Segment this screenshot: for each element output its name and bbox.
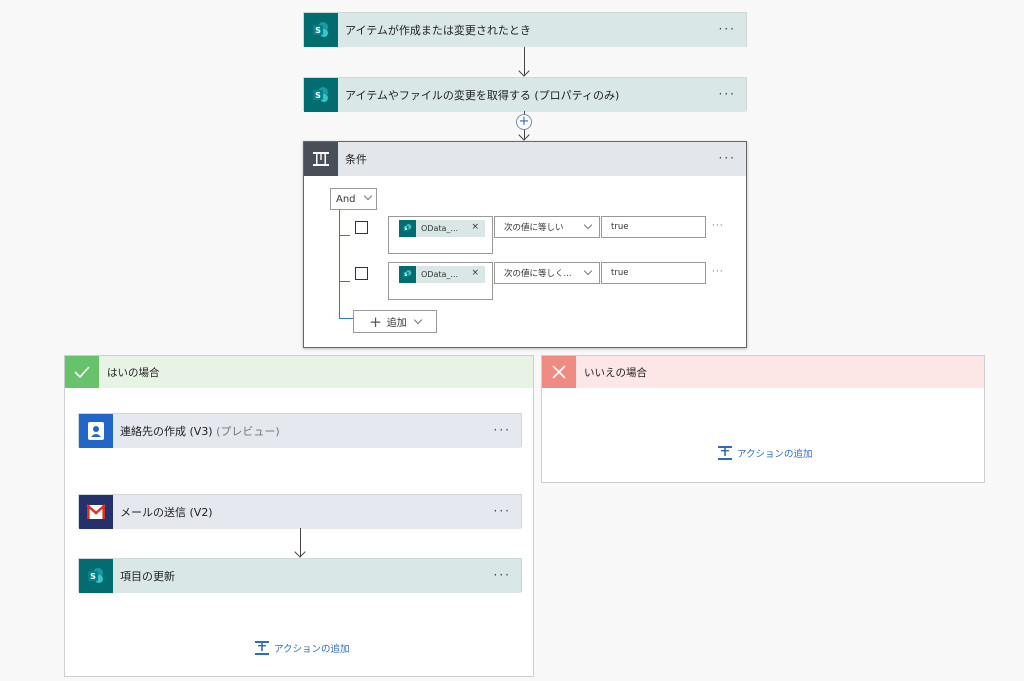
- no-add-action-button[interactable]: アクションの追加: [717, 445, 813, 461]
- tree-branch: [339, 318, 353, 319]
- flow-arrow: [518, 47, 531, 77]
- condition-more-menu[interactable]: ···: [718, 151, 736, 165]
- sharepoint-icon: S: [304, 78, 338, 112]
- flow-arrow: [294, 528, 307, 558]
- condition-card[interactable]: 条件 ··· And S OData_... × 次の値に等しい true ··…: [303, 141, 747, 348]
- condition-header[interactable]: 条件 ···: [304, 142, 746, 176]
- remove-token-icon[interactable]: ×: [471, 268, 479, 278]
- sharepoint-icon: S: [304, 13, 338, 47]
- value-text: true: [611, 268, 629, 278]
- sharepoint-icon: S: [79, 559, 113, 593]
- insert-step-button[interactable]: +: [516, 114, 532, 130]
- trigger-more-menu[interactable]: ···: [718, 22, 736, 36]
- get-changes-header[interactable]: S アイテムやファイルの変更を取得する (プロパティのみ) ···: [304, 78, 746, 112]
- send-email-title: メールの送信 (V2): [120, 506, 213, 519]
- plus-icon: +: [369, 312, 382, 331]
- create-contact-title: 連絡先の作成 (V3) (プレビュー): [120, 425, 280, 438]
- condition-title: 条件: [345, 153, 367, 166]
- update-item-title: 項目の更新: [120, 570, 175, 583]
- left-operand-field[interactable]: S OData_... ×: [388, 216, 493, 254]
- update-item-header[interactable]: S 項目の更新 ···: [79, 559, 521, 593]
- tree-line: [339, 210, 340, 318]
- gmail-icon: [79, 495, 113, 529]
- update-item-more-menu[interactable]: ···: [493, 568, 511, 582]
- svg-text:S: S: [404, 226, 407, 232]
- svg-text:S: S: [90, 572, 96, 581]
- condition-icon: [304, 142, 338, 176]
- tree-branch: [339, 281, 350, 282]
- add-condition-label: 追加: [386, 318, 407, 329]
- token-label: OData_...: [421, 224, 459, 233]
- no-add-action-label: アクションの追加: [737, 449, 813, 460]
- yes-branch-header[interactable]: はいの場合: [65, 356, 533, 388]
- operator-value: 次の値に等しく...: [504, 269, 572, 279]
- trigger-title: アイテムが作成または変更されたとき: [345, 24, 531, 37]
- yes-branch-title: はいの場合: [107, 366, 160, 379]
- sharepoint-icon: S: [399, 266, 416, 283]
- tree-branch: [339, 235, 350, 236]
- dynamic-content-token[interactable]: S OData_... ×: [399, 220, 485, 237]
- create-contact-card[interactable]: 連絡先の作成 (V3) (プレビュー) ···: [78, 413, 522, 448]
- remove-token-icon[interactable]: ×: [471, 222, 479, 232]
- chevron-down-icon: [363, 191, 373, 201]
- left-operand-field[interactable]: S OData_... ×: [388, 262, 493, 300]
- no-branch-title: いいえの場合: [584, 366, 647, 379]
- trigger-header[interactable]: S アイテムが作成または変更されたとき ···: [304, 13, 746, 47]
- row-checkbox[interactable]: [355, 267, 368, 280]
- check-icon: [65, 356, 99, 388]
- trigger-card[interactable]: S アイテムが作成または変更されたとき ···: [303, 12, 747, 47]
- no-branch-header[interactable]: いいえの場合: [542, 356, 984, 388]
- add-action-icon: [255, 641, 269, 655]
- row-checkbox[interactable]: [355, 221, 368, 234]
- add-action-icon: [718, 446, 732, 460]
- chevron-down-icon: [413, 315, 423, 325]
- add-condition-button[interactable]: + 追加: [353, 310, 437, 333]
- svg-text:S: S: [404, 272, 407, 278]
- send-email-card[interactable]: メールの送信 (V2) ···: [78, 494, 522, 529]
- svg-text:S: S: [315, 91, 321, 100]
- update-item-card[interactable]: S 項目の更新 ···: [78, 558, 522, 593]
- sharepoint-icon: S: [399, 220, 416, 237]
- operator-select[interactable]: 次の値に等しく...: [494, 262, 600, 284]
- row-more-menu[interactable]: ···: [712, 267, 724, 277]
- dynamic-content-token[interactable]: S OData_... ×: [399, 266, 485, 283]
- group-operator-select[interactable]: And: [330, 188, 377, 210]
- svg-text:S: S: [315, 26, 321, 35]
- chevron-down-icon: [583, 266, 593, 276]
- operator-value: 次の値に等しい: [504, 223, 564, 233]
- get-changes-title: アイテムやファイルの変更を取得する (プロパティのみ): [345, 89, 620, 102]
- group-operator-value: And: [336, 193, 356, 205]
- send-email-header[interactable]: メールの送信 (V2) ···: [79, 495, 521, 529]
- row-more-menu[interactable]: ···: [712, 221, 724, 231]
- no-branch: いいえの場合 アクションの追加: [541, 355, 985, 483]
- operator-select[interactable]: 次の値に等しい: [494, 216, 600, 238]
- value-input[interactable]: true: [601, 262, 706, 284]
- yes-branch: はいの場合 連絡先の作成 (V3) (プレビュー) ··· メールの送信 (V2…: [64, 355, 534, 677]
- get-changes-card[interactable]: S アイテムやファイルの変更を取得する (プロパティのみ) ···: [303, 77, 747, 112]
- chevron-down-icon: [583, 220, 593, 230]
- yes-add-action-button[interactable]: アクションの追加: [254, 640, 350, 656]
- send-email-more-menu[interactable]: ···: [493, 504, 511, 518]
- value-text: true: [611, 222, 629, 232]
- contact-icon: [79, 414, 113, 448]
- token-label: OData_...: [421, 270, 459, 279]
- create-contact-header[interactable]: 連絡先の作成 (V3) (プレビュー) ···: [79, 414, 521, 448]
- create-contact-more-menu[interactable]: ···: [493, 423, 511, 437]
- yes-add-action-label: アクションの追加: [274, 644, 350, 655]
- value-input[interactable]: true: [601, 216, 706, 238]
- close-icon: [542, 356, 576, 388]
- get-changes-more-menu[interactable]: ···: [718, 87, 736, 101]
